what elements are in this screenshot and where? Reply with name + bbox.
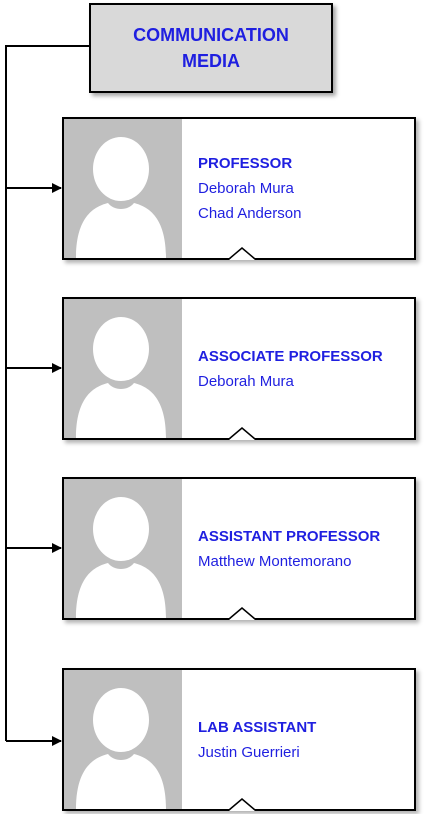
department-header: COMMUNICATION MEDIA [89, 3, 333, 93]
person-silhouette-icon [64, 479, 182, 618]
position-card: LAB ASSISTANT Justin Guerrieri [62, 668, 416, 811]
position-title: ASSISTANT PROFESSOR [198, 527, 381, 545]
position-title: PROFESSOR [198, 155, 293, 172]
position-title: ASSOCIATE PROFESSOR [198, 347, 383, 365]
collapse-caret-icon[interactable] [228, 426, 256, 440]
person-silhouette-icon [64, 670, 182, 809]
person-silhouette-icon [64, 119, 182, 258]
position-info: ASSOCIATE PROFESSOR Deborah Mura [198, 299, 410, 438]
position-info: LAB ASSISTANT Justin Guerrieri [198, 670, 410, 809]
position-info: ASSISTANT PROFESSOR Matthew Montemorano [198, 479, 410, 618]
person-name: Chad Anderson [198, 205, 302, 222]
position-card: ASSOCIATE PROFESSOR Deborah Mura [62, 297, 416, 440]
person-name: Justin Guerrieri [198, 743, 300, 761]
collapse-caret-icon[interactable] [228, 797, 256, 811]
person-name: Deborah Mura [198, 372, 294, 390]
department-title-line-2: MEDIA [182, 51, 240, 71]
person-silhouette-icon [64, 299, 182, 438]
position-card: ASSISTANT PROFESSOR Matthew Montemorano [62, 477, 416, 620]
department-title-line-1: COMMUNICATION [133, 25, 289, 45]
collapse-caret-icon[interactable] [228, 606, 256, 620]
person-name: Matthew Montemorano [198, 552, 352, 570]
position-title: LAB ASSISTANT [198, 718, 317, 736]
person-name: Deborah Mura [198, 180, 294, 197]
collapse-caret-icon[interactable] [228, 246, 256, 260]
